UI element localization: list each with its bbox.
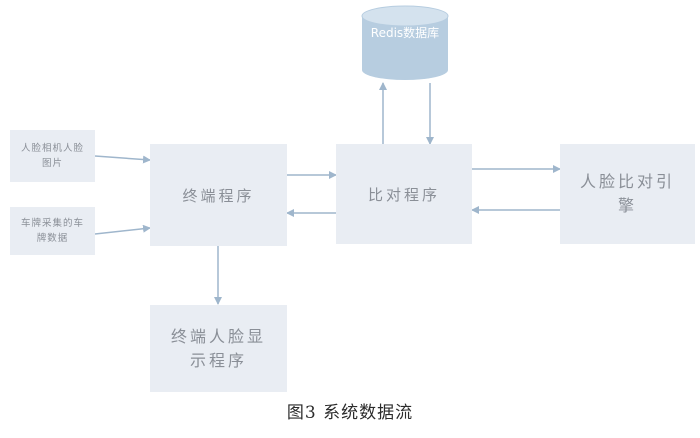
- plate-data-node: 车牌采集的车牌数据: [10, 207, 95, 255]
- redis-database-label: Redis数据库: [370, 26, 440, 40]
- face-compare-engine-node: 人脸比对引擎: [560, 144, 695, 244]
- terminal-program-node: 终端程序: [150, 144, 287, 246]
- camera-image-node: 人脸相机人脸图片: [10, 130, 95, 182]
- arrow-plate-to-terminal: [94, 224, 151, 235]
- figure-caption: 图3 系统数据流: [286, 403, 414, 423]
- terminal-face-display-node: 终端人脸显示程序: [150, 305, 287, 392]
- compare-program-node: 比对程序: [336, 144, 472, 244]
- arrow-camera-to-terminal: [94, 155, 151, 164]
- redis-database-cylinder: [361, 5, 449, 80]
